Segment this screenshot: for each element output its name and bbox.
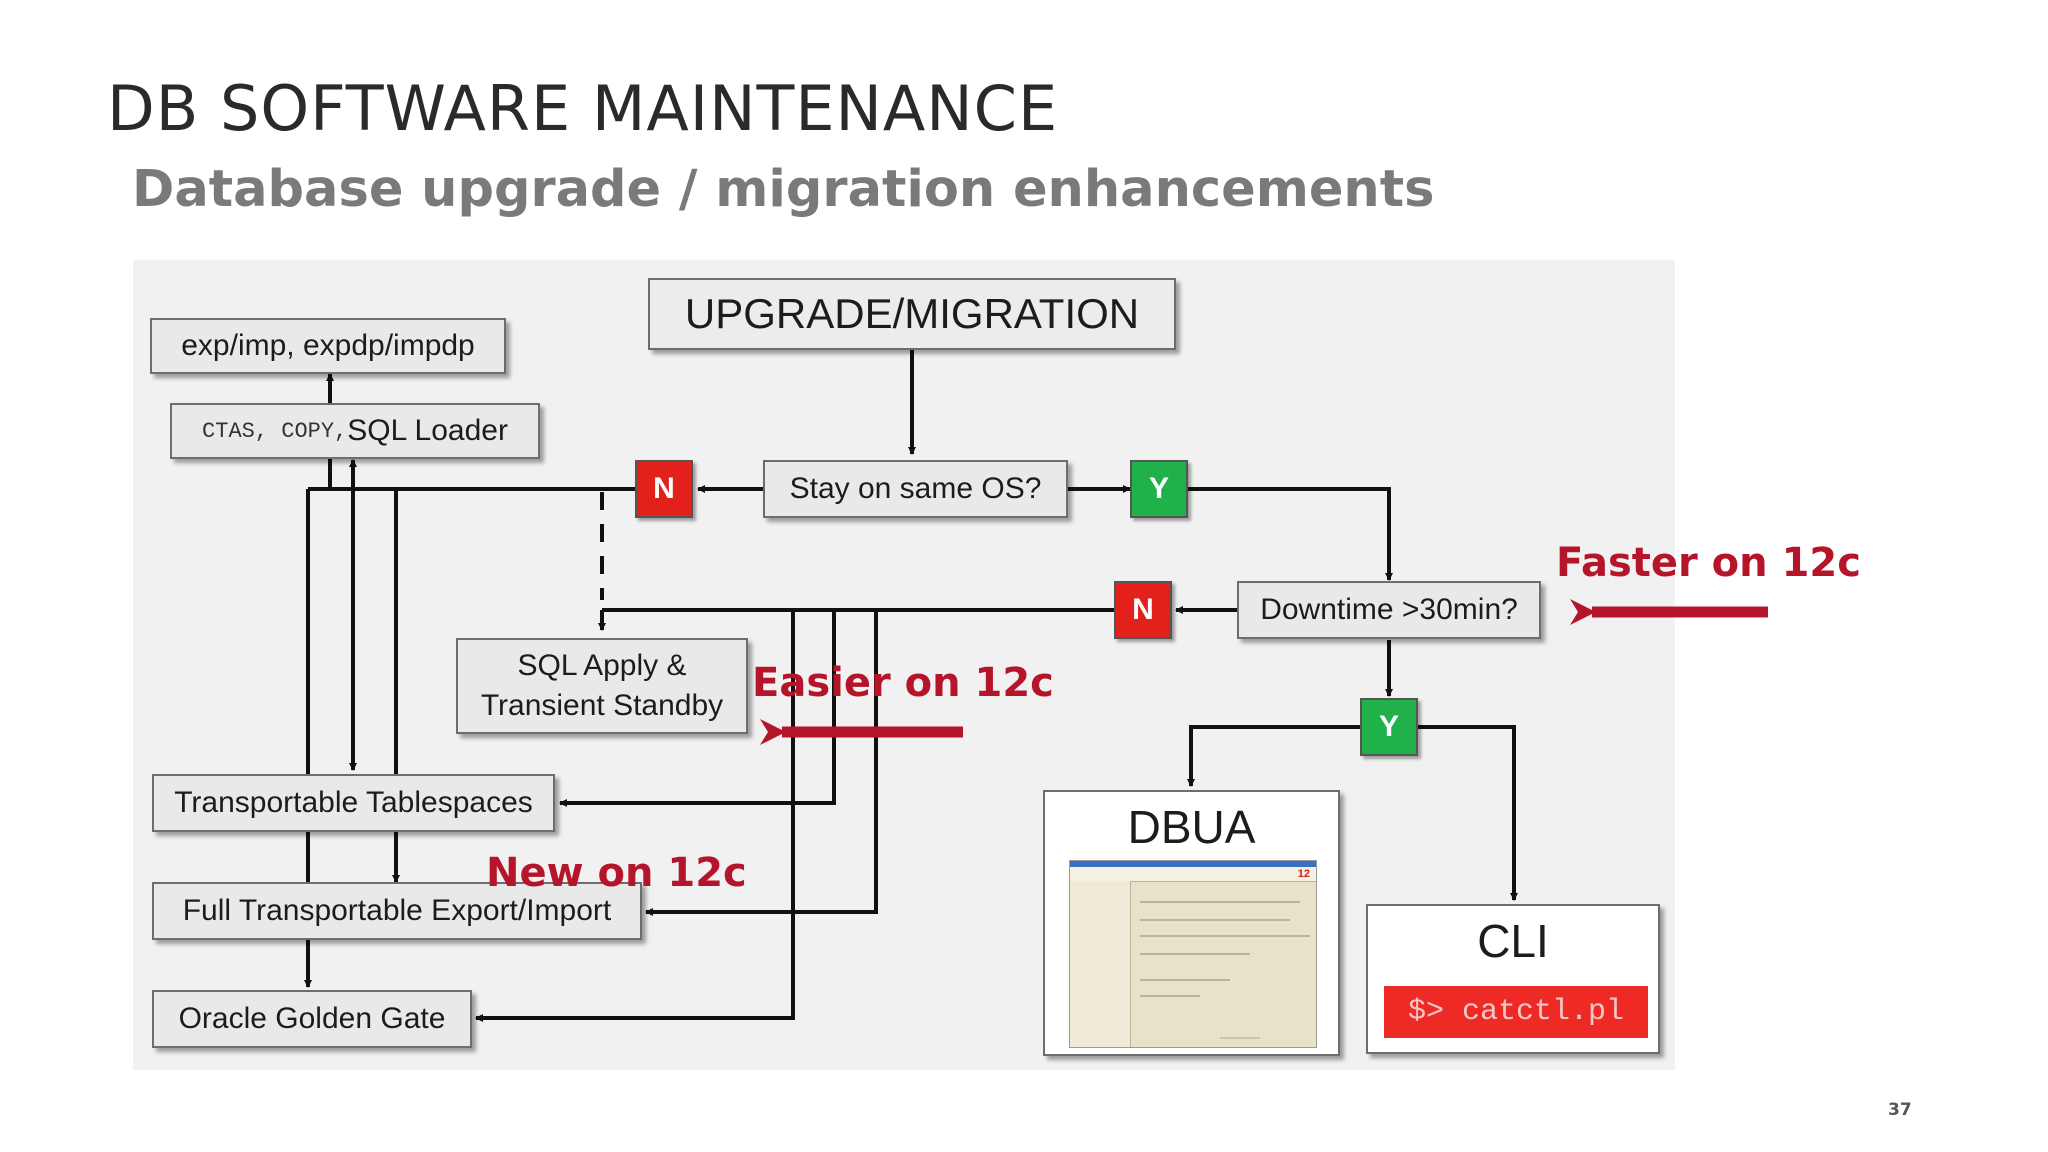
connector-n2-to-golden [475,610,795,1022]
upgrade-migration-box: UPGRADE/MIGRATION [648,278,1176,350]
dbua-screenshot-thumbnail: 12 [1069,860,1317,1048]
decision-no-downtime-label: N [1132,593,1154,626]
same-os-question-box: Stay on same OS? [763,460,1068,518]
decision-yes-os-label: Y [1148,472,1169,505]
golden-gate-label: Oracle Golden Gate [178,1002,446,1035]
connector-n2-to-tts [559,610,836,807]
callout-faster: Faster on 12c [1556,540,1861,586]
cli-command: $> catctl.pl [1384,986,1648,1038]
dbua-logo-text: 12 [1297,868,1310,880]
connector-y-to-downtime [1188,487,1393,581]
same-os-question-label: Stay on same OS? [789,472,1042,505]
callout-new: New on 12c [486,850,747,896]
downtime-question-label: Downtime >30min? [1260,593,1518,626]
upgrade-migration-label: UPGRADE/MIGRATION [684,290,1140,337]
connector-y-to-cli [1418,725,1518,901]
dbua-label: DBUA [1127,801,1256,853]
connector-y-to-dbua [1187,725,1360,787]
dbua-box: DBUA 12 [1043,790,1340,1056]
sql-apply-box: SQL Apply & Transient Standby [456,638,748,734]
downtime-question-box: Downtime >30min? [1237,581,1541,639]
ctas-copy-label: CTAS, COPY, [202,418,348,444]
golden-gate-box: Oracle Golden Gate [152,990,472,1048]
sql-apply-line2: Transient Standby [480,689,724,722]
decision-no-os: N [635,460,693,518]
callout-easier: Easier on 12c [752,660,1054,706]
cli-label: CLI [1477,915,1549,967]
decision-yes-os: Y [1130,460,1188,518]
connector-n2-to-fte [645,610,878,916]
ctas-copy-sqlloader-box: CTAS, COPY, SQL Loader [170,403,540,459]
page-number: 37 [1888,1100,1912,1120]
decision-yes-downtime-label: Y [1378,710,1399,743]
slide-subtitle: Database upgrade / migration enhancement… [132,160,1435,219]
slide-title: DB SOFTWARE MAINTENANCE [107,72,1059,145]
full-transportable-label: Full Transportable Export/Import [182,894,612,927]
decision-yes-downtime: Y [1360,698,1418,756]
exp-imp-label: exp/imp, expdp/impdp [181,329,475,362]
transportable-tablespaces-label: Transportable Tablespaces [174,786,533,819]
transportable-tablespaces-box: Transportable Tablespaces [152,774,555,832]
sql-apply-line1: SQL Apply & [517,649,687,682]
decision-no-downtime: N [1114,581,1172,639]
cli-box: CLI $> catctl.pl [1366,904,1660,1054]
sql-loader-label: SQL Loader [347,414,508,447]
exp-imp-box: exp/imp, expdp/impdp [150,318,506,374]
decision-no-os-label: N [653,472,675,505]
full-transportable-box: Full Transportable Export/Import [152,882,642,940]
